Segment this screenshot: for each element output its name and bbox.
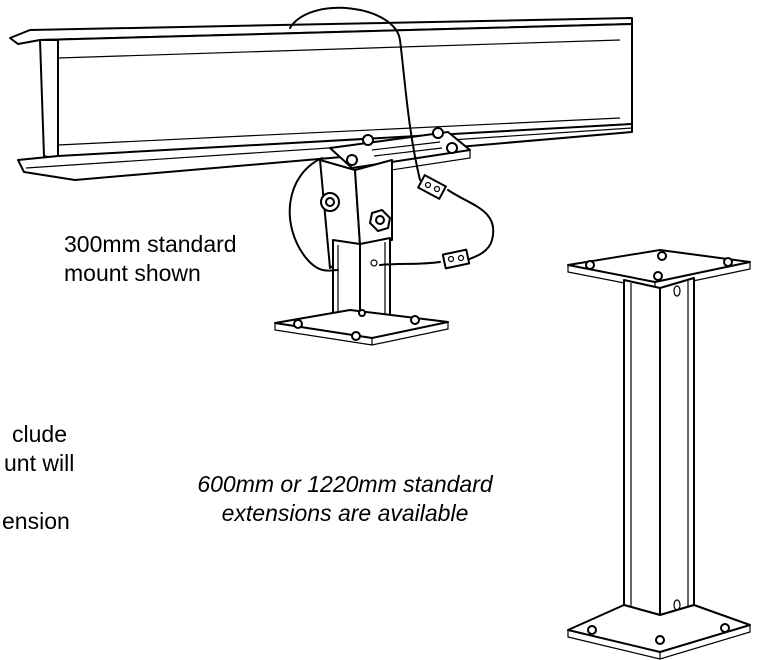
i-beam <box>9 17 633 181</box>
extension-column <box>567 249 751 660</box>
extension-label-line2: extensions are available <box>221 500 469 526</box>
mount-base-plate <box>274 309 449 346</box>
cable-connector-upper <box>417 174 447 200</box>
mount-label: 300mm standard mount shown <box>64 230 237 288</box>
cable-connector-lower <box>441 248 471 270</box>
mount-label-line1: 300mm standard <box>64 231 237 257</box>
mount-top-plate <box>329 127 471 177</box>
mount-column <box>332 237 391 323</box>
mount-bracket <box>319 159 393 269</box>
mount-label-line2: mount shown <box>64 260 201 286</box>
cut-off-text: clude unt will ension <box>0 420 74 536</box>
cut-off-line2: unt will <box>4 450 75 476</box>
extension-label-line1: 600mm or 1220mm standard <box>197 471 493 497</box>
cut-off-line1: clude <box>12 421 67 447</box>
ground-cable <box>288 6 495 272</box>
extension-label: 600mm or 1220mm standard extensions are … <box>140 470 550 528</box>
cut-off-line3: ension <box>2 508 70 534</box>
